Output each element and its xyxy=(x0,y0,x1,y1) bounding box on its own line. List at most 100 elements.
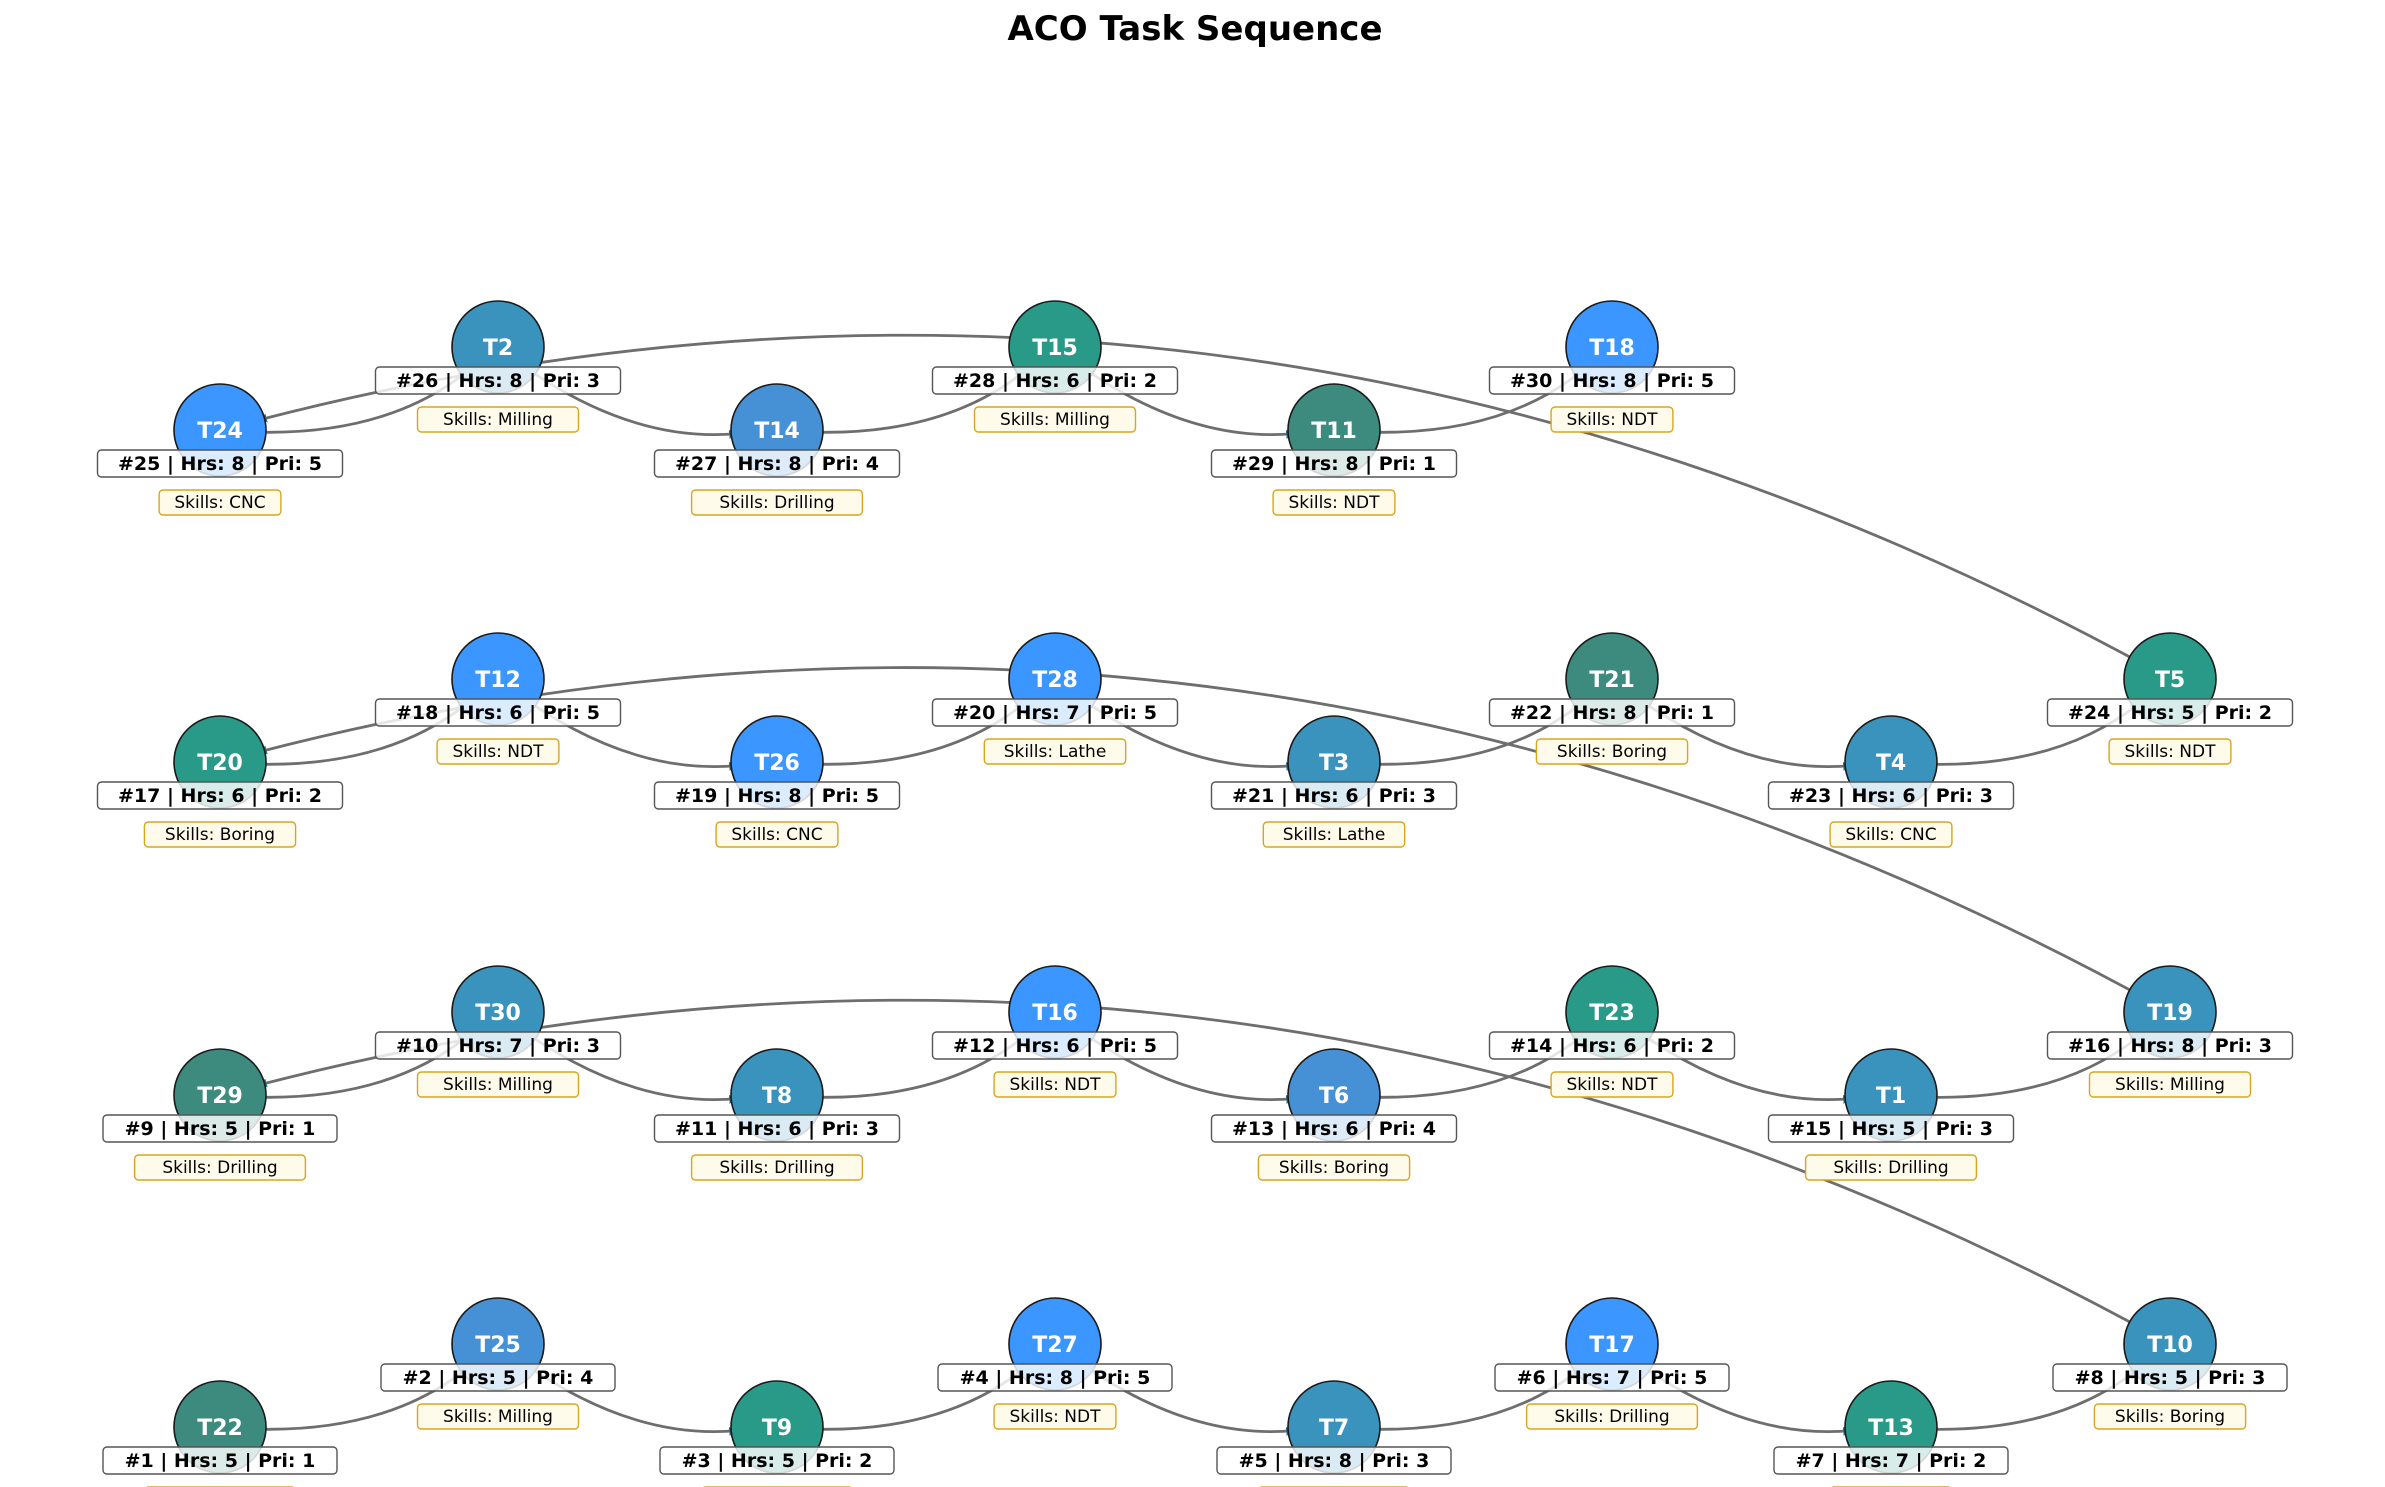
task-skill-box xyxy=(436,738,560,765)
task-skill-box xyxy=(715,821,839,848)
task-info-box xyxy=(2046,1031,2294,1060)
task-info-text: #8 | Hrs: 5 | Pri: 3 xyxy=(2075,1367,2266,1389)
task-node-label: T12 xyxy=(475,668,521,693)
task-node-t28: T28 #20 | Hrs: 7 | Pri: 5 Skills: Lathe xyxy=(931,632,1179,765)
task-info-box xyxy=(1210,449,1458,478)
task-node-label: T6 xyxy=(1319,1084,1349,1109)
task-skill-box xyxy=(1262,821,1406,848)
task-skill-text: Skills: Lathe xyxy=(1004,742,1107,762)
task-node-label: T4 xyxy=(1876,751,1906,776)
diagram-title: ACO Task Sequence xyxy=(1007,9,1382,49)
task-skill-box xyxy=(416,406,580,433)
task-node-label: T17 xyxy=(1589,1333,1635,1358)
task-info-text: #3 | Hrs: 5 | Pri: 2 xyxy=(682,1450,873,1472)
task-node-label: T8 xyxy=(762,1084,792,1109)
task-info-text: #5 | Hrs: 8 | Pri: 3 xyxy=(1239,1450,1430,1472)
task-info-text: #6 | Hrs: 7 | Pri: 5 xyxy=(1517,1367,1708,1389)
task-info-text: #20 | Hrs: 7 | Pri: 5 xyxy=(953,702,1157,724)
task-info-box xyxy=(2046,698,2294,727)
task-info-box xyxy=(659,1446,895,1475)
task-node-label: T10 xyxy=(2147,1333,2193,1358)
task-skill-box xyxy=(133,1154,307,1181)
task-node-label: T7 xyxy=(1319,1416,1349,1441)
task-info-text: #2 | Hrs: 5 | Pri: 4 xyxy=(403,1367,594,1389)
task-skill-text: Skills: NDT xyxy=(453,742,545,762)
task-skill-text: Skills: Milling xyxy=(443,1407,553,1427)
task-skill-box xyxy=(416,1403,580,1430)
task-info-box xyxy=(1488,366,1736,395)
task-info-text: #23 | Hrs: 6 | Pri: 3 xyxy=(1789,785,1993,807)
task-skill-text: Skills: NDT xyxy=(1010,1075,1102,1095)
task-node-label: T1 xyxy=(1876,1084,1906,1109)
task-node-t3: T3 #21 | Hrs: 6 | Pri: 3 Skills: Lathe xyxy=(1210,715,1458,848)
task-skill-box xyxy=(983,738,1127,765)
task-info-box xyxy=(102,1114,338,1143)
task-info-text: #4 | Hrs: 8 | Pri: 5 xyxy=(960,1367,1151,1389)
task-node-t14: T14 #27 | Hrs: 8 | Pri: 4 Skills: Drilling xyxy=(653,383,901,516)
task-info-text: #15 | Hrs: 5 | Pri: 3 xyxy=(1789,1118,1993,1140)
task-skill-text: Skills: CNC xyxy=(731,825,822,845)
task-skill-text: Skills: Milling xyxy=(2115,1075,2225,1095)
task-node-label: T15 xyxy=(1032,336,1078,361)
task-skill-text: Skills: NDT xyxy=(1289,493,1381,513)
task-info-text: #22 | Hrs: 8 | Pri: 1 xyxy=(1510,702,1714,724)
task-node-label: T18 xyxy=(1589,336,1635,361)
task-skill-box xyxy=(993,1403,1117,1430)
task-info-text: #1 | Hrs: 5 | Pri: 1 xyxy=(125,1450,316,1472)
task-node-label: T9 xyxy=(762,1416,792,1441)
task-skill-text: Skills: Drilling xyxy=(1554,1407,1669,1427)
task-skill-text: Skills: Drilling xyxy=(719,493,834,513)
task-node-label: T23 xyxy=(1589,1001,1635,1026)
task-info-text: #28 | Hrs: 6 | Pri: 2 xyxy=(953,370,1157,392)
task-skill-box xyxy=(1257,1154,1411,1181)
task-skill-text: Skills: Milling xyxy=(1000,410,1110,430)
task-info-text: #11 | Hrs: 6 | Pri: 3 xyxy=(675,1118,879,1140)
task-skill-box xyxy=(1535,738,1689,765)
task-info-text: #24 | Hrs: 5 | Pri: 2 xyxy=(2068,702,2272,724)
task-skill-text: Skills: NDT xyxy=(1567,1075,1659,1095)
task-node-label: T11 xyxy=(1311,419,1357,444)
task-info-text: #27 | Hrs: 8 | Pri: 4 xyxy=(675,453,879,475)
task-node-label: T28 xyxy=(1032,668,1078,693)
task-node-label: T26 xyxy=(754,751,800,776)
task-node-label: T24 xyxy=(197,419,243,444)
task-skill-text: Skills: Lathe xyxy=(1283,825,1386,845)
task-skill-box xyxy=(158,489,282,516)
task-skill-box xyxy=(993,1071,1117,1098)
task-info-box xyxy=(653,1114,901,1143)
task-node-label: T2 xyxy=(483,336,513,361)
task-skill-box xyxy=(416,1071,580,1098)
task-skill-text: Skills: Boring xyxy=(1279,1158,1389,1178)
task-info-text: #26 | Hrs: 8 | Pri: 3 xyxy=(396,370,600,392)
task-info-box xyxy=(937,1363,1173,1392)
task-info-box xyxy=(1494,1363,1730,1392)
task-info-box xyxy=(931,1031,1179,1060)
task-skill-box xyxy=(1829,821,1953,848)
task-node-label: T14 xyxy=(754,419,800,444)
task-info-box xyxy=(96,781,344,810)
task-info-box xyxy=(2052,1363,2288,1392)
task-skill-box xyxy=(690,1154,864,1181)
task-info-text: #21 | Hrs: 6 | Pri: 3 xyxy=(1232,785,1436,807)
task-node-label: T3 xyxy=(1319,751,1349,776)
task-node-label: T16 xyxy=(1032,1001,1078,1026)
edge-layer xyxy=(219,333,2171,1436)
task-node-t17: T17 #6 | Hrs: 7 | Pri: 5 Skills: Drilling xyxy=(1494,1297,1730,1430)
task-info-text: #18 | Hrs: 6 | Pri: 5 xyxy=(396,702,600,724)
task-node-t15: T15 #28 | Hrs: 6 | Pri: 2 Skills: Milling xyxy=(931,300,1179,433)
